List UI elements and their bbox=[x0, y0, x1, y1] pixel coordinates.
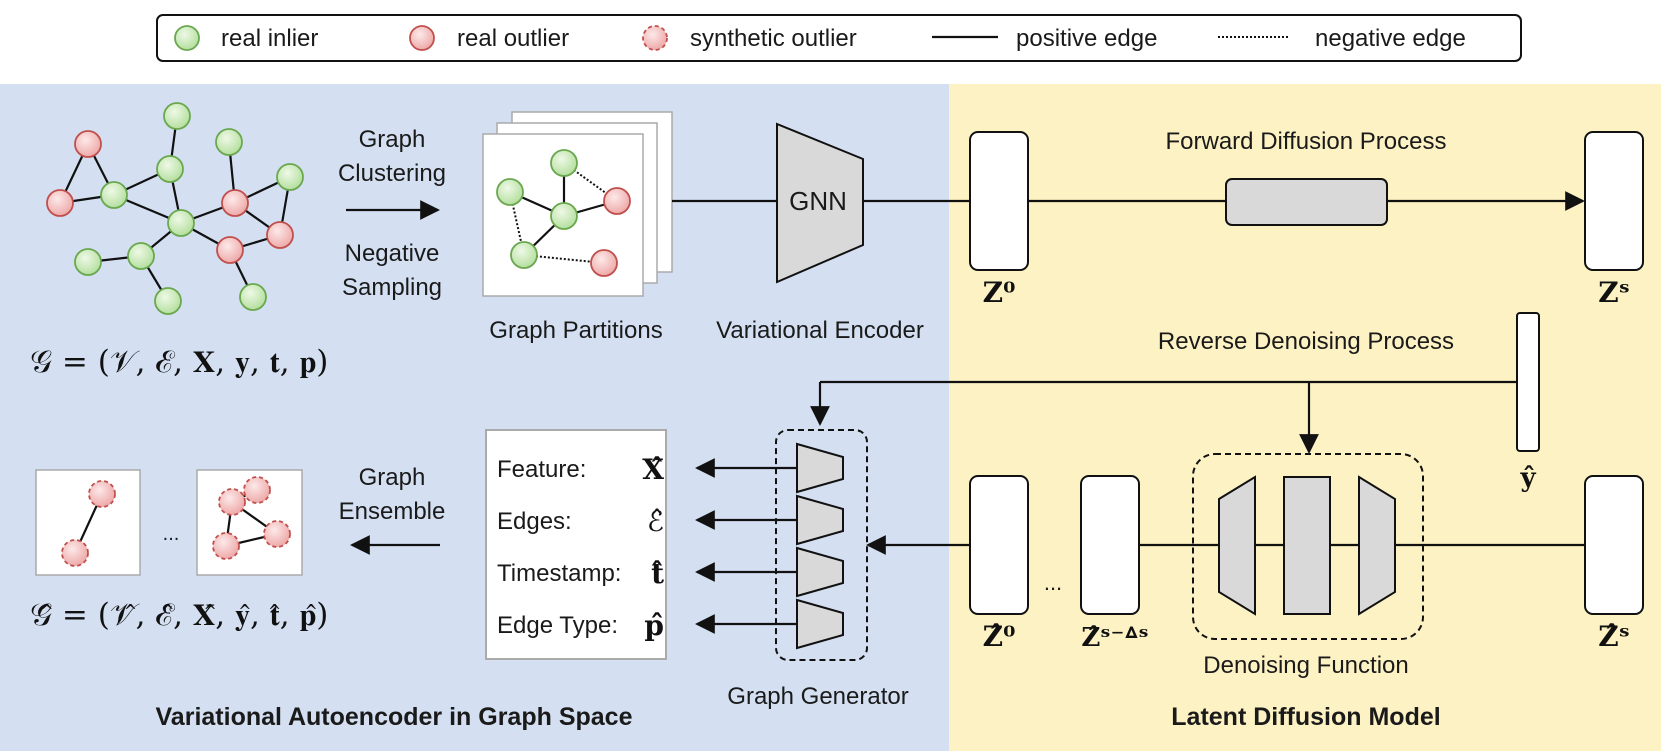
outlier-node bbox=[46, 189, 74, 217]
y-hat-label: 𝐲̂ bbox=[1519, 463, 1536, 493]
legend-negative-edge: negative edge bbox=[1315, 25, 1466, 52]
output-label-timestamp: Timestamp: bbox=[497, 560, 621, 587]
output-label-edgetype: Edge Type: bbox=[497, 612, 618, 639]
output-symbol-feature: 𝐗̂ bbox=[642, 453, 664, 486]
gnn-label: GNN bbox=[789, 186, 847, 216]
samples-ellipsis: ... bbox=[163, 523, 180, 545]
feature-decoder-head bbox=[796, 442, 844, 494]
graph-generator-box bbox=[775, 429, 868, 661]
negative-sampling-label-2: Sampling bbox=[342, 274, 442, 301]
zhat0-latent bbox=[969, 475, 1029, 615]
legend: real inlier real outlier synthetic outli… bbox=[156, 14, 1522, 62]
inlier-node-icon bbox=[174, 25, 200, 51]
inlier-node bbox=[167, 209, 195, 237]
output-label-feature: Feature: bbox=[497, 456, 586, 483]
edgetype-decoder-head bbox=[796, 598, 844, 650]
forward-diffusion-label: Forward Diffusion Process bbox=[1166, 128, 1447, 155]
graph-partitions bbox=[482, 111, 673, 297]
z0-label: 𝐙⁰ bbox=[983, 276, 1016, 309]
latent-ellipsis: ... bbox=[1044, 570, 1062, 595]
graph-ensemble-label-2: Ensemble bbox=[339, 498, 446, 525]
inlier-node bbox=[215, 128, 243, 156]
outlier-node bbox=[266, 221, 294, 249]
variational-encoder-label: Variational Encoder bbox=[716, 317, 924, 344]
outlier-node-icon bbox=[409, 25, 435, 51]
denoiser-middle-block bbox=[1283, 476, 1331, 615]
denoising-function-label: Denoising Function bbox=[1203, 652, 1408, 679]
inlier-node bbox=[239, 283, 267, 311]
gnn-encoder-block bbox=[776, 122, 864, 284]
inlier-node bbox=[154, 287, 182, 315]
outlier-node bbox=[221, 189, 249, 217]
graph-partitions-label: Graph Partitions bbox=[489, 317, 662, 344]
inlier-node bbox=[100, 181, 128, 209]
denoising-function-box bbox=[1192, 453, 1424, 640]
zS-label: 𝐙ˢ bbox=[1598, 276, 1630, 309]
reverse-denoising-label: Reverse Denoising Process bbox=[1158, 328, 1454, 355]
noise-block bbox=[1225, 178, 1388, 226]
output-symbol-edgetype: 𝐩̂ bbox=[644, 609, 664, 642]
graph-generator-label: Graph Generator bbox=[727, 683, 908, 710]
legend-positive-edge: positive edge bbox=[1016, 25, 1157, 52]
legend-box bbox=[156, 14, 1522, 62]
legend-real-inlier: real inlier bbox=[221, 25, 318, 52]
denoiser-decoder-block bbox=[1358, 475, 1396, 616]
zhatS-label: 𝐙̂ˢ bbox=[1598, 620, 1630, 653]
legend-real-outlier: real outlier bbox=[457, 25, 569, 52]
synthetic-outlier-node-icon bbox=[642, 25, 668, 51]
legend-synthetic-outlier: synthetic outlier bbox=[690, 25, 857, 52]
graph-ensemble-label-1: Graph bbox=[359, 464, 426, 491]
denoiser-encoder-block bbox=[1218, 475, 1256, 616]
vae-panel-title: Variational Autoencoder in Graph Space bbox=[156, 703, 633, 731]
input-graph bbox=[46, 102, 304, 315]
timestamp-decoder-head bbox=[796, 546, 844, 598]
z0-latent bbox=[969, 131, 1029, 271]
inlier-node bbox=[156, 155, 184, 183]
ldm-panel-title: Latent Diffusion Model bbox=[1171, 703, 1440, 731]
generated-graph-formula: 𝒢̂ = (𝒱̂, ℰ̂, 𝐗̂, 𝐲̂, 𝐭̂, 𝐩̂) bbox=[30, 597, 328, 633]
generated-graph-sample-1 bbox=[35, 469, 141, 576]
inlier-node bbox=[163, 102, 191, 130]
outlier-node bbox=[216, 236, 244, 264]
y-hat-condition bbox=[1516, 312, 1540, 452]
output-symbol-timestamp: 𝐭̂ bbox=[651, 557, 664, 590]
graph-clustering-label-1: Graph bbox=[359, 126, 426, 153]
edge-decoder-head bbox=[796, 494, 844, 546]
output-label-edges: Edges: bbox=[497, 508, 572, 535]
zhat-mid-label: 𝐙̂ˢ⁻ᐞˢ bbox=[1081, 623, 1148, 653]
inlier-node bbox=[74, 248, 102, 276]
inlier-node bbox=[276, 163, 304, 191]
graph-clustering-label-2: Clustering bbox=[338, 160, 446, 187]
zhatS-latent bbox=[1584, 475, 1644, 615]
output-symbol-edges: ℰ̂ bbox=[647, 505, 664, 538]
generated-graph-sample-2 bbox=[196, 469, 303, 576]
inlier-node bbox=[127, 242, 155, 270]
zhat-mid-latent bbox=[1080, 475, 1140, 615]
input-graph-formula: 𝒢 = (𝒱, ℰ, 𝐗, 𝐲, 𝐭, 𝐩) bbox=[30, 344, 328, 380]
outlier-node bbox=[74, 130, 102, 158]
zhat0-label: 𝐙̂⁰ bbox=[983, 620, 1016, 653]
negative-sampling-label-1: Negative bbox=[345, 240, 440, 267]
generated-outputs-box bbox=[485, 429, 667, 660]
zS-latent bbox=[1584, 131, 1644, 271]
